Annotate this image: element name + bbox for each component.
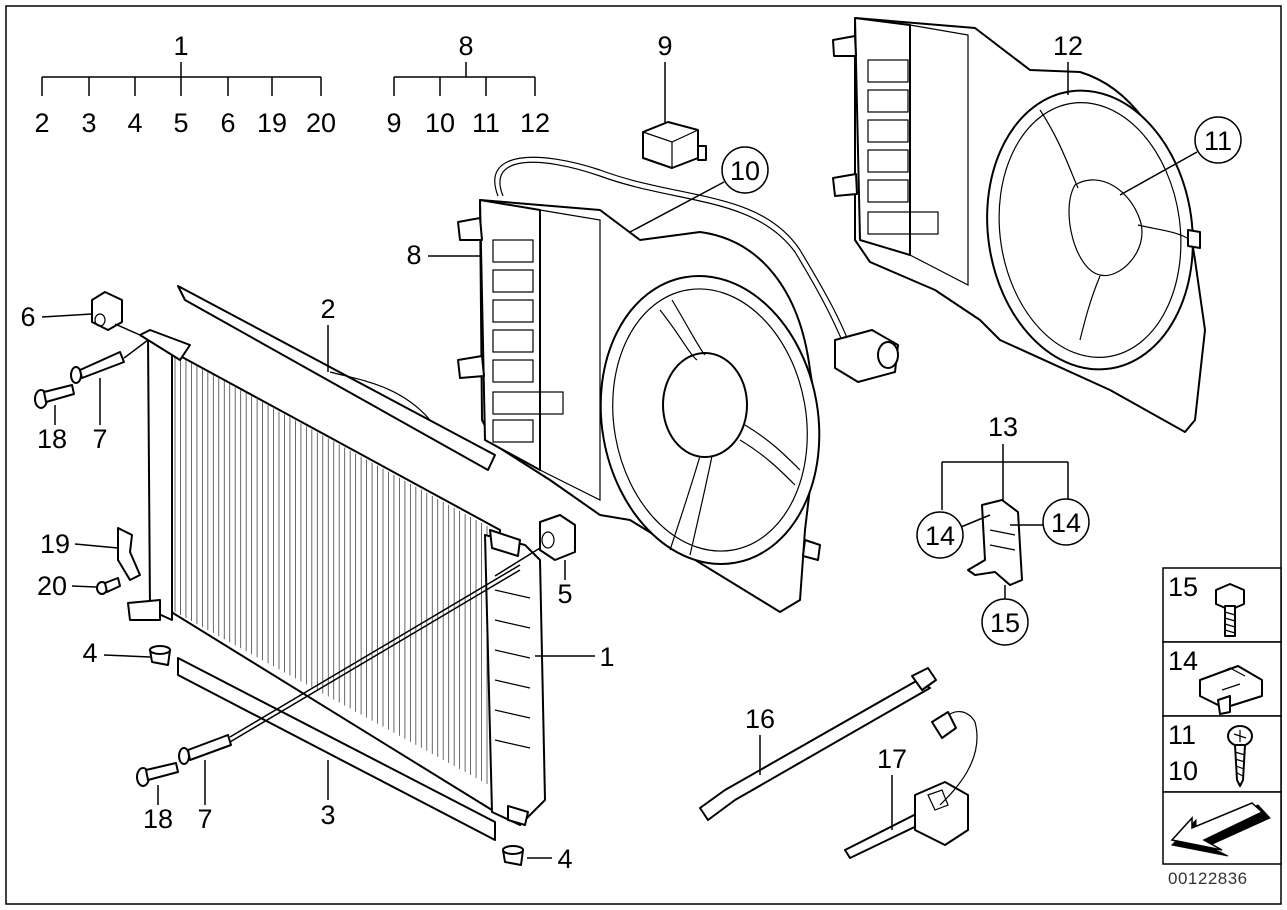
callout-16: 16 bbox=[745, 704, 775, 734]
pin-part-7b bbox=[178, 734, 232, 765]
callout-3: 3 bbox=[320, 800, 335, 830]
legend-label-11: 11 bbox=[1168, 720, 1196, 750]
svg-text:11: 11 bbox=[1204, 126, 1232, 156]
callout-1-top: 1 bbox=[173, 31, 188, 61]
legend-label-10: 10 bbox=[1168, 756, 1198, 786]
callout-4a: 4 bbox=[82, 638, 97, 668]
relay-part-9: 9 bbox=[642, 31, 707, 169]
callout-18a: 18 bbox=[37, 424, 67, 454]
callout-7a: 7 bbox=[92, 424, 107, 454]
fan-shroud-part-12 bbox=[832, 17, 1206, 433]
callout-11-circle: 11 bbox=[1119, 116, 1242, 196]
radiator-part-1 bbox=[127, 329, 546, 826]
callout-18b: 18 bbox=[143, 804, 173, 834]
screw-part-20 bbox=[96, 577, 121, 595]
callout-10-circle: 10 bbox=[629, 146, 769, 233]
rubber-mount-part-5 bbox=[539, 514, 576, 561]
callout-14a-circle: 14 bbox=[916, 511, 991, 559]
callout-9-top: 9 bbox=[386, 108, 401, 138]
fan-shroud-part-8 bbox=[457, 156, 899, 613]
callout-2-top: 2 bbox=[34, 108, 49, 138]
group-tree-13: 13 bbox=[941, 412, 1069, 510]
callout-10-top: 10 bbox=[425, 108, 455, 138]
direction-arrow-icon bbox=[1170, 802, 1271, 857]
callout-17: 17 bbox=[877, 744, 907, 774]
callout-6: 6 bbox=[20, 302, 35, 332]
clip-nut-icon bbox=[1199, 665, 1263, 715]
callout-8: 8 bbox=[406, 240, 421, 270]
grommet-part-4b bbox=[502, 845, 524, 866]
callout-12: 12 bbox=[1053, 31, 1083, 61]
callout-13: 13 bbox=[988, 412, 1018, 442]
group-tree-8: 8 9 10 11 12 bbox=[386, 31, 550, 138]
callout-1: 1 bbox=[599, 642, 614, 672]
seal-strip-part-3 bbox=[177, 657, 496, 841]
document-id: 00122836 bbox=[1168, 869, 1248, 888]
radiator-fins bbox=[174, 354, 488, 784]
callout-7b: 7 bbox=[197, 804, 212, 834]
callout-11-top: 11 bbox=[472, 108, 500, 138]
callout-12-top: 12 bbox=[520, 108, 550, 138]
cable-holder-part-17 bbox=[844, 711, 978, 859]
callout-5: 5 bbox=[557, 579, 572, 609]
svg-text:14: 14 bbox=[1051, 508, 1081, 538]
callout-4b: 4 bbox=[557, 844, 572, 874]
bracket-part-19 bbox=[117, 527, 141, 581]
callout-6-top: 6 bbox=[220, 108, 235, 138]
hex-bolt-icon bbox=[1215, 583, 1245, 637]
callout-19-top: 19 bbox=[257, 108, 287, 138]
grommet-part-4a bbox=[149, 645, 171, 666]
cable-tie-part-16 bbox=[699, 667, 937, 821]
pin-part-7a bbox=[70, 351, 125, 384]
callout-8-top: 8 bbox=[458, 31, 473, 61]
callout-19: 19 bbox=[40, 529, 70, 559]
legend-label-14: 14 bbox=[1168, 646, 1198, 676]
legend-label-15: 15 bbox=[1168, 572, 1198, 602]
callout-9: 9 bbox=[657, 31, 672, 61]
hardware-legend: 15 14 11 10 bbox=[1162, 567, 1282, 865]
callout-15-circle: 15 bbox=[981, 585, 1029, 646]
callout-2: 2 bbox=[320, 294, 335, 324]
svg-text:10: 10 bbox=[730, 156, 760, 186]
callout-20-top: 20 bbox=[306, 108, 336, 138]
rubber-mount-part-6 bbox=[91, 291, 123, 331]
diagram-border bbox=[5, 5, 1282, 905]
callout-3-top: 3 bbox=[81, 108, 96, 138]
self-tapping-screw-icon bbox=[1227, 725, 1253, 787]
callout-4-top: 4 bbox=[127, 108, 142, 138]
bolt-part-18a bbox=[34, 384, 75, 409]
callout-5-top: 5 bbox=[173, 108, 188, 138]
callout-14b-circle: 14 bbox=[1010, 498, 1090, 546]
svg-text:15: 15 bbox=[990, 608, 1020, 638]
bracket-part-13 bbox=[967, 499, 1023, 586]
seal-strip-part-2 bbox=[177, 285, 496, 471]
legend-cell-11-10 bbox=[1162, 715, 1282, 793]
svg-text:14: 14 bbox=[925, 521, 955, 551]
callout-20: 20 bbox=[37, 571, 67, 601]
group-tree-1: 1 2 3 4 5 6 19 20 bbox=[34, 31, 336, 138]
bolt-part-18b bbox=[136, 762, 179, 787]
